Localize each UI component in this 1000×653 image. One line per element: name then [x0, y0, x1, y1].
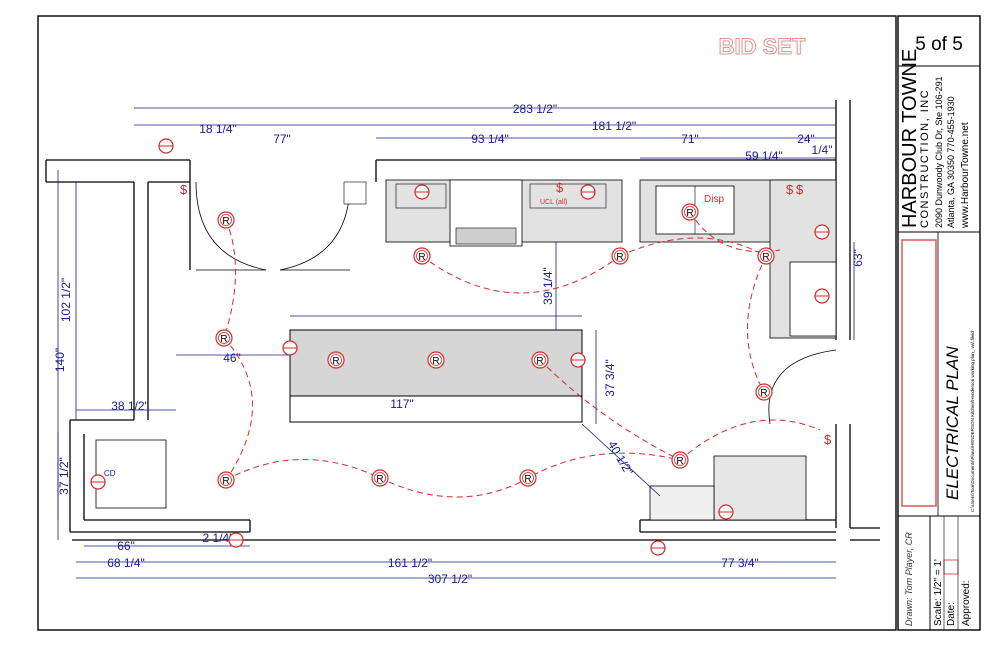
dryer-box [95, 439, 167, 509]
dim-island-37: 37 3/4" [603, 359, 617, 397]
svg-text:R: R [686, 208, 693, 219]
recessed-light: R [327, 351, 345, 369]
dim-top-181: 181 1/2" [592, 119, 636, 133]
outlet [814, 224, 830, 240]
recessed-light: R [755, 383, 773, 401]
company-block: HARBOUR TOWNE CONSTRUCTION, INC 2090 Dun… [899, 49, 971, 229]
company-web: www.HarbourTowne.net [960, 122, 971, 229]
dim-right-63: 63" [851, 249, 865, 267]
switch-symbol: $ [824, 432, 832, 447]
dim-bottom-66: 66" [117, 539, 135, 553]
switch-symbol: $ [786, 182, 794, 197]
recessed-light: R [215, 329, 233, 347]
recessed-light: R [217, 211, 235, 229]
dryer-label: CD [104, 469, 116, 478]
outlet [580, 184, 596, 200]
dimension-labels: 283 1/2" 18 1/4" 77" 93 1/4" 181 1/2" 71… [107, 102, 832, 586]
drawing-border [37, 15, 897, 631]
under-cabinet-label: UCL (all) [540, 199, 567, 206]
svg-text:R: R [220, 334, 227, 345]
svg-text:R: R [432, 356, 439, 367]
recessed-lights: R R R R R R R R R R R R R R [215, 203, 775, 489]
outlet [718, 504, 734, 520]
recessed-light: R [413, 247, 431, 265]
file-path: C:\Users\Tom\Documents\Plans\HENDERSON K… [970, 331, 975, 512]
dim-top-77: 77" [273, 132, 291, 146]
svg-text:R: R [762, 252, 769, 263]
svg-text:R: R [222, 476, 229, 487]
bid-set-stamp: BID SET [719, 34, 806, 59]
switch-symbol: $ [556, 180, 564, 195]
dim-top-overall: 283 1/2" [513, 102, 557, 116]
svg-text:R: R [616, 252, 623, 263]
company-subtitle: CONSTRUCTION, INC [919, 89, 931, 228]
recessed-light: R [531, 351, 549, 369]
outlet [228, 532, 244, 548]
dim-top-93: 93 1/4" [471, 132, 509, 146]
switch-symbol: $ [796, 182, 804, 197]
dimension-lines [57, 107, 855, 579]
title-block-border [897, 15, 981, 631]
outlet [814, 288, 830, 304]
recessed-light: R [681, 203, 699, 221]
svg-text:R: R [376, 474, 383, 485]
dim-top-59: 59 1/4" [745, 149, 783, 163]
outlet [650, 540, 666, 556]
svg-text:R: R [524, 474, 531, 485]
page-number: 5 of 5 [915, 34, 963, 55]
dim-top-24: 24" [797, 132, 815, 146]
dim-top-left: 18 1/4" [199, 122, 237, 136]
dim-bottom-161: 161 1/2" [388, 556, 432, 570]
dim-island-39: 39 1/4" [541, 267, 555, 305]
dim-left-37: 37 1/2" [57, 457, 71, 495]
dim-island-117: 117" [390, 397, 413, 411]
company-address: 2090 Dunwoody Club Dr, Ste 106-291 [934, 76, 944, 228]
company-name: HARBOUR TOWNE [899, 49, 921, 228]
outlet [570, 352, 586, 368]
recessed-light: R [611, 247, 629, 265]
outlet [90, 474, 106, 490]
switch-symbol: $ [180, 182, 188, 197]
recessed-light: R [427, 351, 445, 369]
drawn-by: Drawn: Tom Player, CR [904, 532, 914, 626]
svg-text:R: R [418, 252, 425, 263]
title-red-frame [901, 239, 937, 507]
outlet [414, 184, 430, 200]
recessed-light: R [671, 451, 689, 469]
dim-mid-46: 46" [223, 351, 241, 365]
dim-left-102: 102 1/2" [59, 278, 73, 322]
recessed-light: R [371, 469, 389, 487]
dim-top-quarter: 1/4" [812, 143, 833, 157]
disposal-label: Disp [704, 194, 724, 205]
date-label: Date: [946, 602, 957, 626]
dim-top-71: 71" [681, 132, 699, 146]
recessed-light: R [757, 247, 775, 265]
dim-left-140: 140" [53, 348, 67, 372]
svg-text:R: R [760, 388, 767, 399]
dim-bottom-68: 68 1/4" [107, 556, 145, 570]
recessed-light: R [217, 471, 235, 489]
svg-text:R: R [536, 356, 543, 367]
svg-text:R: R [676, 456, 683, 467]
outlet [282, 340, 298, 356]
dim-bottom-overall: 307 1/2" [428, 572, 472, 586]
dim-island-40: 40 1/2" [605, 438, 636, 478]
scale-text: Scale: 1/2" = 1' [933, 559, 944, 626]
company-city: Atlanta, GA 30350 770-455-1930 [946, 96, 956, 228]
approved-label: Approved: [961, 580, 972, 626]
switches: $ $ $ $ $ [180, 180, 832, 447]
svg-text:R: R [222, 216, 229, 227]
dim-left-38: 38 1/2" [111, 399, 149, 413]
svg-text:R: R [332, 356, 339, 367]
plan-title: ELECTRICAL PLAN [943, 346, 962, 500]
dim-bottom-2: 2 1/4" [203, 531, 234, 545]
dim-bottom-77: 77 3/4" [721, 556, 759, 570]
recessed-light: R [519, 469, 537, 487]
outlet [158, 138, 174, 154]
